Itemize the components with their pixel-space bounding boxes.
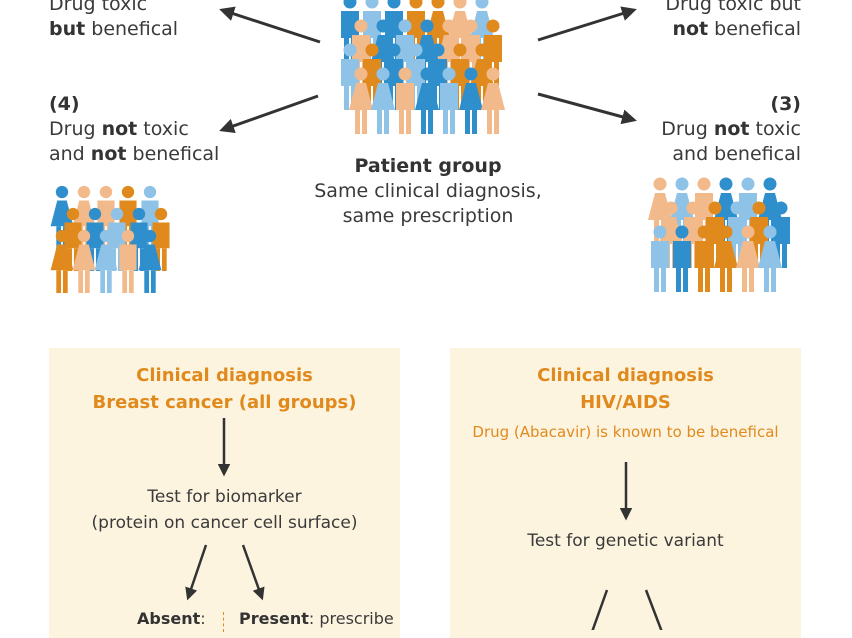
person-icon [440,67,458,134]
person-icon [695,225,713,292]
person-icon [94,229,118,293]
arrow-to-absent [185,544,208,601]
arrow-hiv-right-branch [644,589,663,630]
patient-group-caption: Patient group Same clinical diagnosis, s… [314,155,542,227]
person-icon [459,67,483,134]
person-icon [138,229,162,293]
person-icon [349,67,373,134]
panel-left-title: Clinical diagnosis Breast cancer (all gr… [92,365,357,413]
panel-breast-cancer: Clinical diagnosis Breast cancer (all gr… [49,348,400,638]
label-top-right: Drug toxic but not benefical [665,0,801,40]
person-icon [415,67,439,134]
person-icon [648,177,672,244]
person-icon [758,225,782,292]
person-icon [736,225,760,292]
arrow-to-group-4 [219,94,319,134]
person-icon [72,229,96,293]
person-icon [758,177,782,244]
arrows-panels [185,418,663,630]
result-present: Present: prescribe [239,609,394,628]
group-4-crowd [50,185,170,293]
arrow-to-group-3 [537,92,637,125]
panel-left-test: Test for biomarker (protein on cancer ce… [91,487,358,533]
arrow-to-present [241,544,265,601]
arrow-to-top-left [219,6,321,44]
person-icon [396,67,414,134]
arrow-to-top-right [537,6,637,42]
person-icon [673,225,691,292]
panel-right-test: Test for genetic variant [527,531,724,551]
label-group-3: (3) Drug not toxic and benefical [661,93,801,165]
person-icon [50,229,74,293]
label-top-left: Drug toxic but benefical [49,0,179,40]
panel-right-title: Clinical diagnosis HIV/AIDS [537,365,714,413]
person-icon [714,225,738,292]
label-group-4: (4) Drug not toxic and not benefical [49,93,220,165]
patient-group-crowd [341,0,505,134]
person-icon [481,67,505,134]
person-icon [651,225,669,292]
panel-right-note: Drug (Abacavir) is known to be benefical [472,423,779,441]
arrows-top [219,6,637,134]
person-icon [50,185,74,249]
arrow-hiv-left-branch [591,589,609,630]
result-divider [223,612,225,632]
person-icon [371,67,395,134]
person-icon [341,43,359,110]
person-icon [119,229,137,293]
group-3-crowd [648,177,790,292]
result-absent: Absent: [137,609,206,628]
